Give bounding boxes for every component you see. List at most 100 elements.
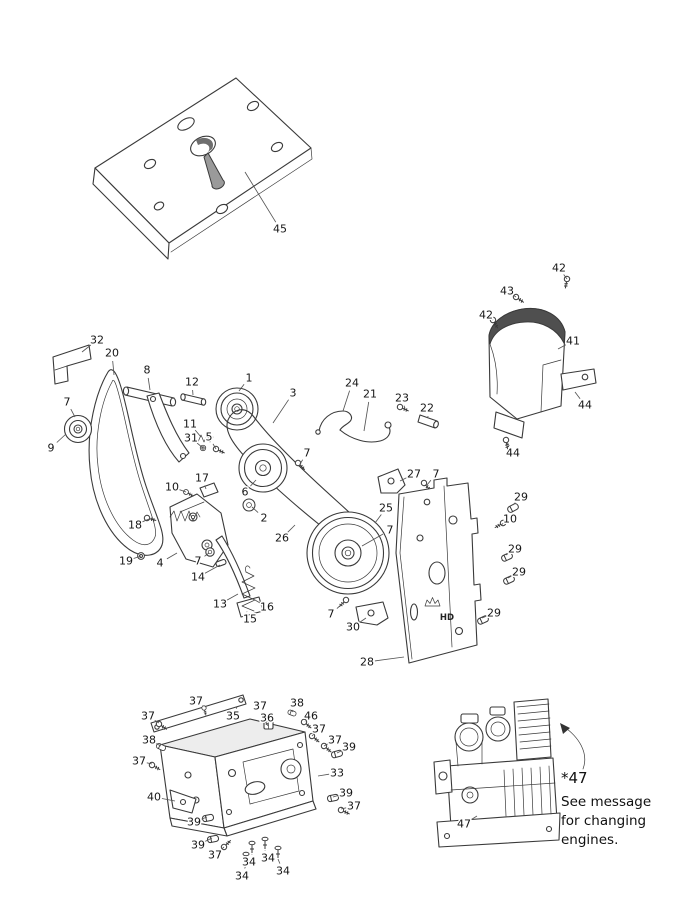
part-label-37: 37 [132,755,146,768]
part-label-7: 7 [387,524,394,537]
leader-line-44 [574,391,581,399]
part-label-15: 15 [243,613,257,626]
engine-part-47 [433,698,561,848]
part-label-37: 37 [347,800,361,813]
part-label-34: 34 [261,852,275,865]
part-label-29: 29 [508,543,522,556]
leader-line-39 [332,794,339,798]
leader-line-39 [205,837,213,842]
leader-line-37 [261,713,264,718]
part-label-6: 6 [242,486,249,499]
leader-line-27 [399,477,407,482]
leader-line-29 [507,575,513,579]
leader-line-37 [154,719,160,724]
frame-top-strip-part-35 [150,694,247,733]
part-label-30: 30 [346,621,360,634]
part-label-37: 37 [189,695,203,708]
part-label-37: 37 [312,723,326,736]
part-label-37: 37 [328,734,342,747]
part-label-28: 28 [360,656,374,669]
leader-line-39 [336,750,342,754]
leader-line-23 [403,405,406,410]
leader-line-1 [238,384,245,392]
mounting-plate-part-45 [92,77,313,260]
engine-note-arrowhead [560,723,570,734]
part-label-34: 34 [235,870,249,883]
side-plate-part-28: HD [395,477,482,664]
leader-line-16 [254,599,261,604]
part-label-38: 38 [142,734,156,747]
part-label-44: 44 [506,447,520,460]
leader-line-37 [146,762,153,765]
leader-line-26 [287,524,296,533]
part-label-32: 32 [90,334,104,347]
leader-line-38 [156,743,162,747]
part-label-38: 38 [290,697,304,710]
leader-line-37 [340,807,347,810]
part-label-1: 1 [246,372,253,385]
part-label-7: 7 [304,447,311,460]
leader-line-29 [505,553,509,556]
pulley-part-9 [63,414,93,444]
leader-line-37 [311,734,314,737]
leader-line-39 [201,816,208,820]
leader-line-30 [359,617,367,623]
leader-line-33 [317,773,330,777]
leader-line-24 [342,390,351,412]
pin-part-12 [180,393,207,406]
engine-note-line-2: for changing [561,813,646,829]
leader-line-37 [323,743,329,747]
part-label-5: 5 [206,431,213,444]
part-label-39: 39 [339,787,353,800]
leader-line-10 [500,523,504,526]
leader-line-9 [56,433,67,443]
leader-line-7 [336,602,344,609]
leader-line-29 [512,502,516,506]
part-label-47: 47 [457,818,471,831]
part-label-46: 46 [304,710,318,723]
leader-line-14 [204,564,221,574]
part-label-24: 24 [345,377,359,390]
leader-line-43 [513,295,517,298]
bracket-part-40 [169,789,197,814]
leader-line-19 [133,555,142,559]
engine-fins [516,703,552,750]
part-label-37: 37 [253,700,267,713]
part-label-7: 7 [328,608,335,621]
part-label-37: 37 [208,849,222,862]
spring-part-11 [194,434,214,443]
leader-line-18 [142,518,150,523]
leader-line-13 [226,593,239,601]
part-label-19: 19 [119,555,133,568]
leader-line-31 [196,442,204,449]
spring-part-13 [241,565,256,612]
part-label-34: 34 [242,856,256,869]
part-label-29: 29 [512,566,526,579]
leader-line-40 [161,798,176,802]
leader-line-17 [204,485,207,490]
leader-line-44 [506,441,510,447]
bracket-part-27 [377,468,406,494]
pulley-part-25 [306,511,390,595]
part-label-41: 41 [566,335,580,348]
part-label-43: 43 [500,285,514,298]
part-label-42: 42 [552,262,566,275]
leader-line-34 [244,864,247,869]
part-label-29: 29 [514,491,528,504]
part-label-39: 39 [191,839,205,852]
keyhole-cutout [190,135,225,190]
part-label-33: 33 [330,767,344,780]
leader-line-5 [212,443,217,450]
part-label-29: 29 [487,607,501,620]
leader-line-35 [235,706,238,709]
leader-line-7 [70,408,76,418]
part-label-11: 11 [183,418,197,431]
part-label-7: 7 [195,555,202,568]
leader-lines [56,171,581,869]
leader-line-6 [250,479,257,487]
part-label-13: 13 [213,598,227,611]
part-label-35: 35 [226,710,240,723]
washer-part-2 [242,498,256,512]
